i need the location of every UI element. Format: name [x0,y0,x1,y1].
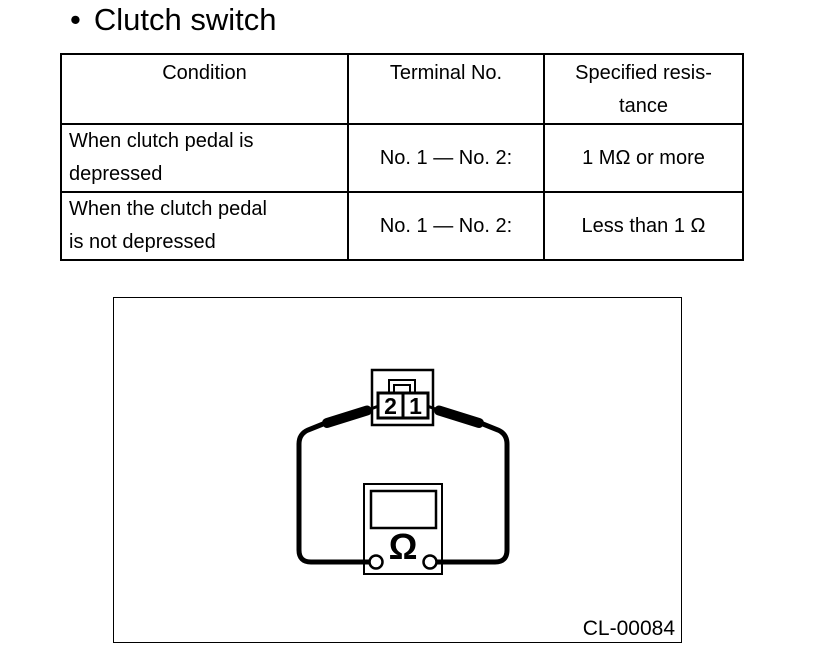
probe-handle-right [434,405,484,428]
cell-terminal-2: No. 1 — No. 2: [347,191,545,261]
ohmmeter-terminal-right [422,554,438,570]
figure-box: 2 1 Ω CL-00084 [113,297,682,643]
section-title: Clutch switch [93,2,277,37]
section-title-row: • Clutch switch [70,2,276,38]
terminal-cell-1 [401,391,430,420]
bullet-icon: • [70,2,81,37]
test-lead-left [296,417,374,565]
cell-terminal-1: No. 1 — No. 2: [347,123,545,193]
ohmmeter-display [369,489,438,530]
table-row: When the clutch pedal is not depressed N… [60,191,744,261]
terminal-label-2: 2 [384,393,397,419]
col-header-resistance: Specified resis- tance [543,53,744,125]
ohm-symbol: Ω [389,526,418,567]
cell-condition-1: When clutch pedal is depressed [60,123,349,193]
probe-handle-left [322,405,372,428]
cell-resistance-2: Less than 1 Ω [543,191,744,261]
ohmmeter-terminal-left [368,554,384,570]
cell-resistance-1: 1 MΩ or more [543,123,744,193]
col-header-terminal: Terminal No. [347,53,545,125]
test-lead-right [432,417,510,565]
table-row: When clutch pedal is depressed No. 1 — N… [60,123,744,193]
figure-code: CL-00084 [582,617,675,640]
terminal-label-1: 1 [409,393,422,419]
col-header-condition: Condition [60,53,349,125]
spec-table: Condition Terminal No. Specified resis- … [60,53,744,261]
cell-condition-2: When the clutch pedal is not depressed [60,191,349,261]
ohmmeter-test-diagram: 2 1 Ω [296,368,510,575]
table-header-row: Condition Terminal No. Specified resis- … [60,53,744,125]
